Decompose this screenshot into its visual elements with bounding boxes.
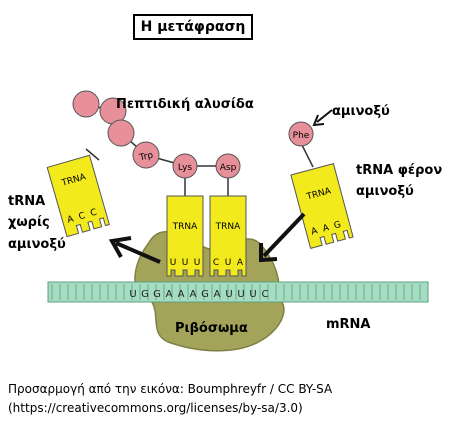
trna-left-base-1: A xyxy=(66,214,75,226)
trna-without-label-line3: αμινοξύ xyxy=(8,237,66,252)
ribosome-label: Ριβόσωμα xyxy=(175,321,248,336)
amino-acid-circle xyxy=(72,90,100,118)
trna-right-base-3: G xyxy=(333,220,342,231)
credit-line-2: (https://creativecommons.org/licenses/by… xyxy=(8,401,303,415)
peptide-chain xyxy=(72,90,314,179)
trna-middle-right-base-3: A xyxy=(237,258,244,268)
asp-label: Asp xyxy=(220,163,237,173)
mrna-base: A xyxy=(178,289,185,300)
trna-middle-left-name: TRNA xyxy=(172,222,198,232)
trna-middle-right-base-1: C xyxy=(213,258,219,268)
credit-line-1: Προσαρμογή από την εικόνα: Boumphreyfr /… xyxy=(8,382,333,396)
mrna-base: U xyxy=(129,289,136,300)
peptide-chain-label: Πεπτιδική αλυσίδα xyxy=(116,97,254,112)
trna-middle-left: TRNA U U U xyxy=(166,195,204,277)
mrna-base: U xyxy=(237,289,244,300)
trna-carrying-label-line2: αμινοξύ xyxy=(356,184,414,199)
arrow-amino-acid xyxy=(312,109,333,127)
amino-acid-asp xyxy=(215,153,241,179)
trna-middle-left-base-2: U xyxy=(182,258,189,268)
mrna-base: G xyxy=(153,289,161,300)
amino-acid-trp xyxy=(132,141,160,169)
arrow-trna-leaving xyxy=(108,236,161,264)
mrna-base: U xyxy=(225,289,232,300)
trna-middle-right-base-2: U xyxy=(225,258,232,268)
mrna-base: G xyxy=(201,289,209,300)
phe-label: Phe xyxy=(293,131,310,141)
trna-left-base-2: C xyxy=(78,211,87,222)
trna-left: TRNA A C C xyxy=(46,154,110,238)
mrna-base: A xyxy=(190,289,197,300)
mrna-base: G xyxy=(141,289,149,300)
page-title: Η μετάφραση xyxy=(133,14,253,40)
trna-right-base-2: A xyxy=(322,223,331,234)
trna-right: TRNA A A G xyxy=(290,162,354,250)
lys-label: Lys xyxy=(178,163,193,173)
trp-label: Trp xyxy=(138,151,155,164)
trna-middle-left-base-1: U xyxy=(170,258,177,268)
trna-carrying-label-line1: tRNA φέρον xyxy=(356,163,443,178)
trna-without-label-line1: tRNA xyxy=(8,194,46,209)
mrna-strand xyxy=(47,281,429,303)
amino-acid-label: αμινοξύ xyxy=(332,104,390,119)
trna-right-base-1: A xyxy=(310,226,319,237)
trna-middle-right: TRNA C U A xyxy=(209,195,247,277)
mrna-base: A xyxy=(214,289,221,300)
mrna-base: C xyxy=(262,289,269,300)
amino-acid-phe xyxy=(288,121,314,147)
trna-left-base-3: C xyxy=(89,208,98,219)
trna-middle-right-name: TRNA xyxy=(215,222,241,232)
mrna-label: mRNA xyxy=(326,317,371,332)
mrna-base: A xyxy=(166,289,173,300)
amino-acid-circle xyxy=(107,119,135,147)
trna-without-label-line2: χωρίς xyxy=(8,215,50,230)
mrna-base: U xyxy=(249,289,256,300)
arrow-trna-entering xyxy=(259,212,306,263)
trna-middle-left-base-3: U xyxy=(194,258,201,268)
amino-acid-lys xyxy=(172,153,198,179)
